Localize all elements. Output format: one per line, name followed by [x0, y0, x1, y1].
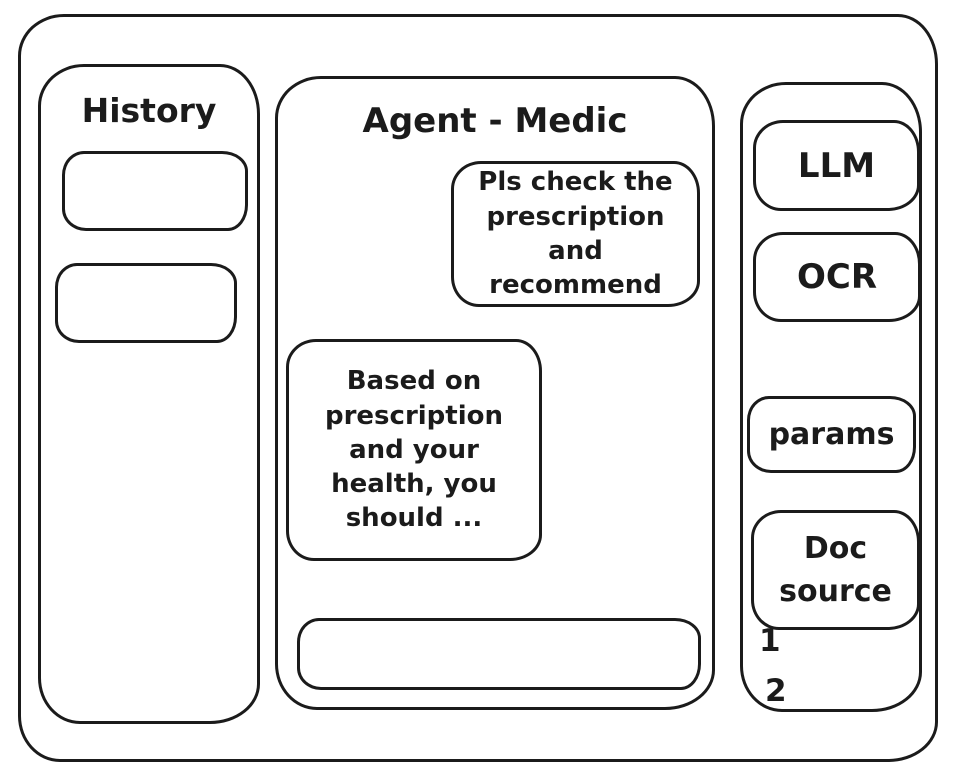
doc-source-button[interactable]: Doc source: [751, 510, 920, 630]
agent-message-text: Based on prescription and your health, y…: [324, 366, 503, 534]
doc-source-item[interactable]: 1: [759, 623, 781, 659]
ocr-button-label: OCR: [796, 257, 878, 297]
user-message-bubble: Pls check the prescription and recommend: [451, 161, 700, 307]
chat-input[interactable]: [297, 618, 701, 690]
tools-panel: LLM OCR params Doc source 1 2: [740, 82, 922, 712]
llm-button-label: LLM: [797, 145, 876, 186]
user-message-text: Pls check the prescription and recommend: [478, 167, 673, 301]
ocr-button[interactable]: OCR: [753, 232, 921, 322]
history-item[interactable]: [62, 151, 248, 231]
doc-source-button-label: Doc source: [779, 530, 892, 610]
params-button[interactable]: params: [747, 396, 916, 473]
history-panel: History: [38, 64, 260, 724]
history-panel-title: History: [81, 91, 217, 130]
agent-message-bubble: Based on prescription and your health, y…: [286, 339, 542, 561]
history-item[interactable]: [55, 263, 237, 343]
chat-panel: Agent - Medic Pls check the prescription…: [275, 76, 715, 710]
llm-button[interactable]: LLM: [753, 120, 920, 211]
params-button-label: params: [768, 417, 895, 452]
doc-source-item[interactable]: 2: [765, 673, 787, 709]
chat-panel-title: Agent - Medic: [362, 101, 628, 141]
